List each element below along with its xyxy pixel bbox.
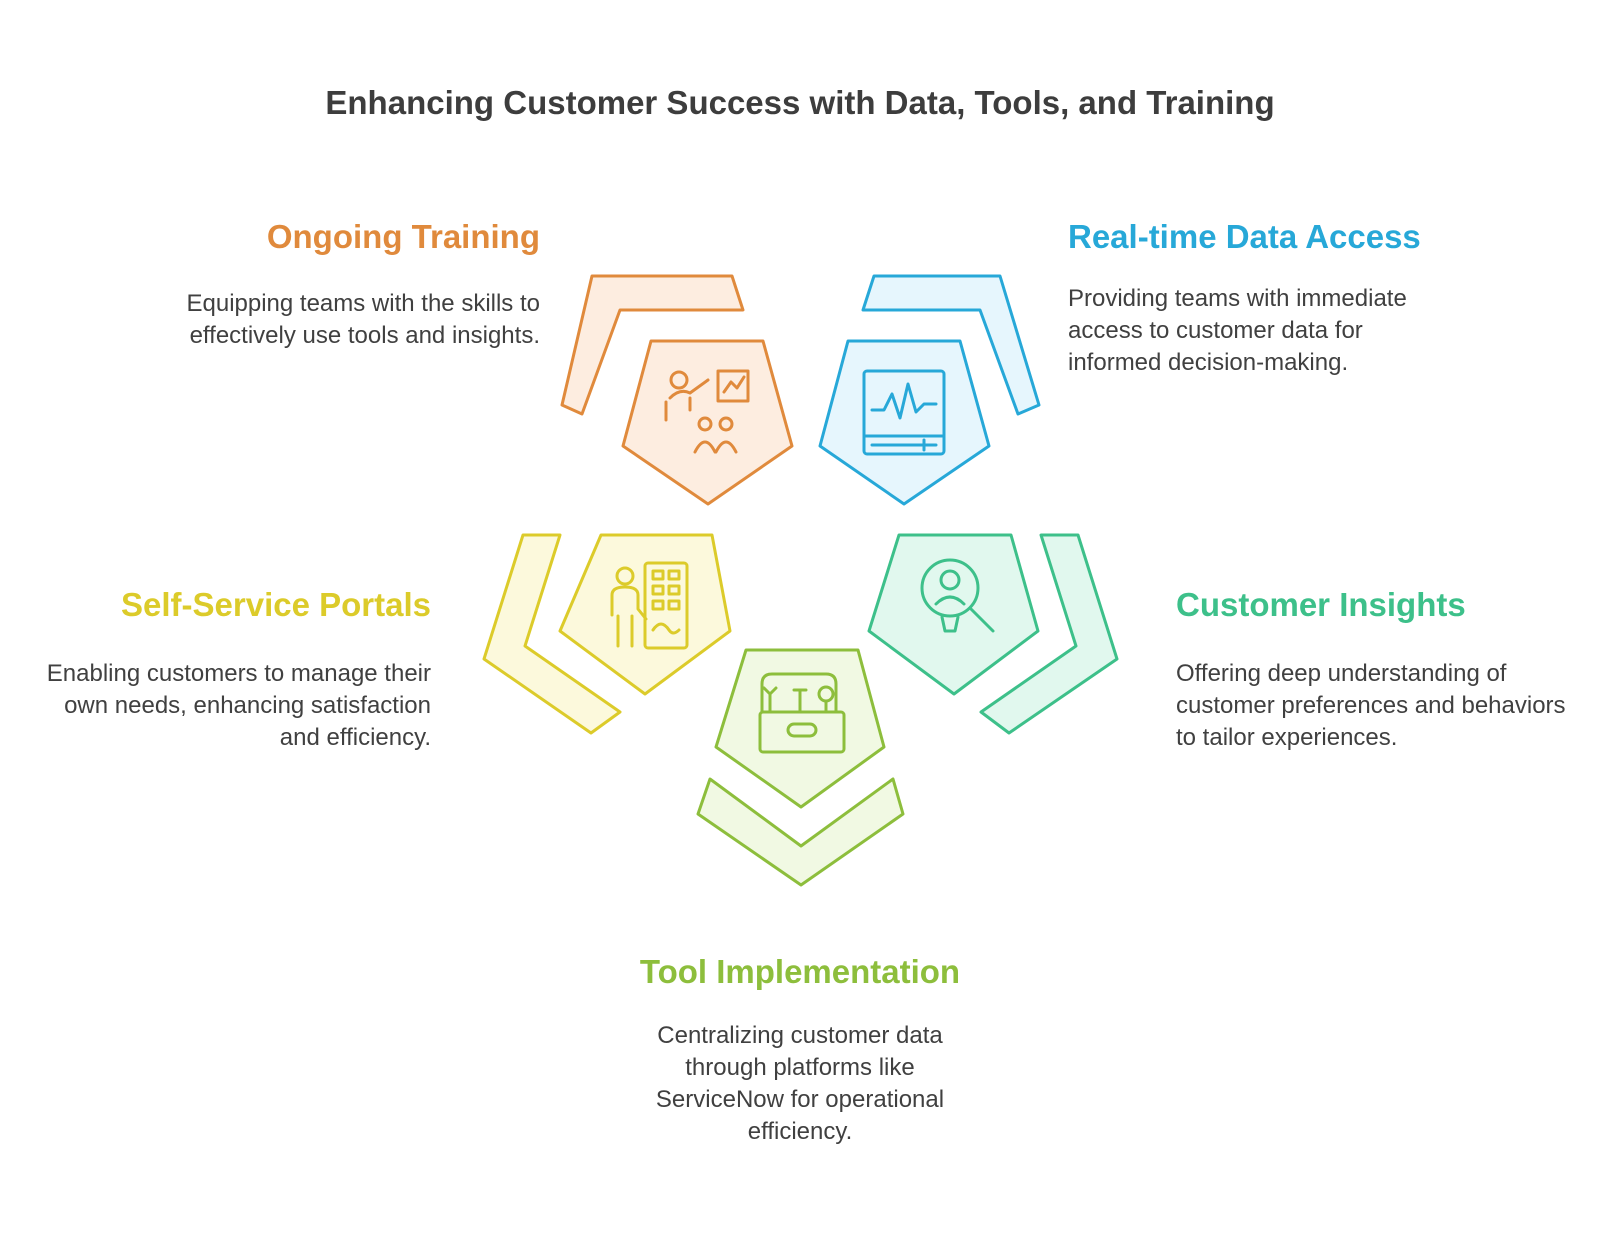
training-segment xyxy=(560,274,794,506)
tools-heading: Tool Implementation xyxy=(639,953,961,990)
data-access-description: Providing teams with immediate access to… xyxy=(1068,285,1407,376)
tools-description: Centralizing customer data through platf… xyxy=(655,1022,945,1145)
tools-chevron xyxy=(696,777,905,887)
training-chevron xyxy=(560,274,745,416)
toolbox-icon xyxy=(758,672,846,754)
self-service-chevron xyxy=(482,533,622,735)
diagram-title: Enhancing Customer Success with Data, To… xyxy=(325,84,1275,121)
tools-segment xyxy=(696,648,905,887)
person-magnifier-icon xyxy=(920,558,995,633)
data-access-pentagon xyxy=(818,339,991,506)
data-access-heading: Real-time Data Access xyxy=(1068,218,1421,255)
presentation-training-icon xyxy=(664,369,750,454)
self-service-description: Enabling customers to manage their own n… xyxy=(46,660,431,751)
insights-segment xyxy=(867,533,1119,735)
insights-chevron xyxy=(979,533,1119,735)
training-pentagon xyxy=(621,339,794,506)
self-service-segment xyxy=(482,533,732,735)
insights-heading: Customer Insights xyxy=(1176,586,1466,623)
insights-description: Offering deep understanding of customer … xyxy=(1176,660,1566,751)
data-access-chevron xyxy=(861,274,1041,416)
monitor-chart-icon xyxy=(862,369,946,456)
person-kiosk-icon xyxy=(610,561,689,650)
training-description: Equipping teams with the skills to effec… xyxy=(186,290,540,349)
training-heading: Ongoing Training xyxy=(266,218,540,255)
tools-pentagon xyxy=(714,648,886,809)
self-service-heading: Self-Service Portals xyxy=(121,586,431,623)
data-access-segment xyxy=(818,274,1041,506)
